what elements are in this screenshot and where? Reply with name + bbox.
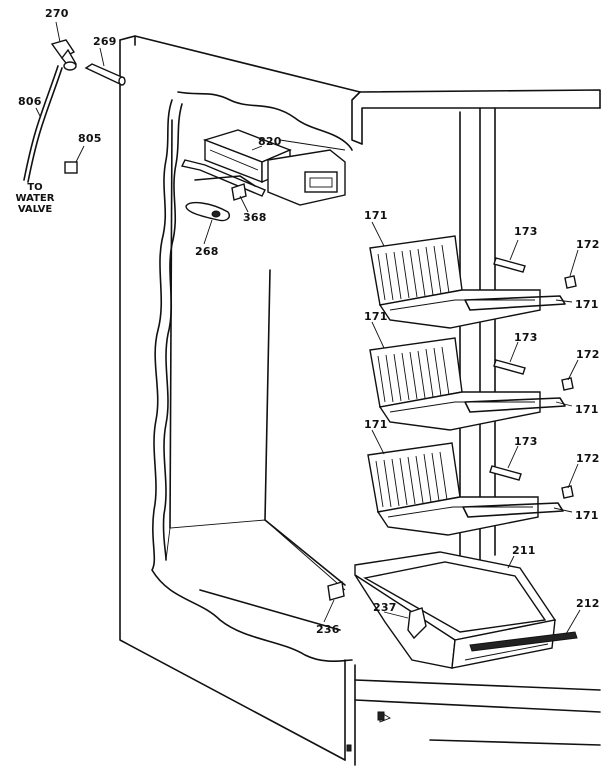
part-805-block: [64, 161, 78, 174]
label-171-b: 171: [575, 298, 599, 311]
water-valve-note: TO WATER VALVE: [8, 182, 62, 215]
label-171-f: 171: [575, 509, 599, 522]
water-fitting: [23, 39, 126, 183]
part-237-clip: [407, 607, 427, 640]
label-212: 212: [576, 597, 600, 610]
label-172-a: 172: [576, 238, 600, 251]
label-268: 268: [195, 245, 219, 258]
label-173-c: 173: [514, 435, 538, 448]
shelf-1: [369, 235, 577, 329]
part-236-clip: [327, 581, 345, 601]
label-172-c: 172: [576, 452, 600, 465]
label-805: 805: [78, 132, 102, 145]
label-171-e: 171: [364, 418, 388, 431]
note-line-2: WATER: [15, 193, 55, 204]
label-172-b: 172: [576, 348, 600, 361]
label-269: 269: [93, 35, 117, 48]
label-820: 820: [258, 135, 282, 148]
label-211: 211: [512, 544, 536, 557]
label-173-a: 173: [514, 225, 538, 238]
label-171-d: 171: [575, 403, 599, 416]
label-173-b: 173: [514, 331, 538, 344]
storage-bin: [354, 551, 578, 669]
note-line-1: TO: [27, 182, 43, 193]
note-line-3: VALVE: [17, 204, 53, 215]
label-171-c: 171: [364, 310, 388, 323]
shelf-2: [369, 337, 574, 431]
cabinet-outline: [119, 35, 601, 766]
ice-maker-assembly: [180, 129, 346, 222]
label-236: 236: [316, 623, 340, 636]
label-171-a: 171: [364, 209, 388, 222]
label-368: 368: [243, 211, 267, 224]
label-270: 270: [45, 7, 69, 20]
liner-cutaway: [151, 91, 353, 663]
shelf-3: [367, 442, 574, 536]
label-806: 806: [18, 95, 42, 108]
leader-lines: [35, 21, 581, 635]
label-237: 237: [373, 601, 397, 614]
